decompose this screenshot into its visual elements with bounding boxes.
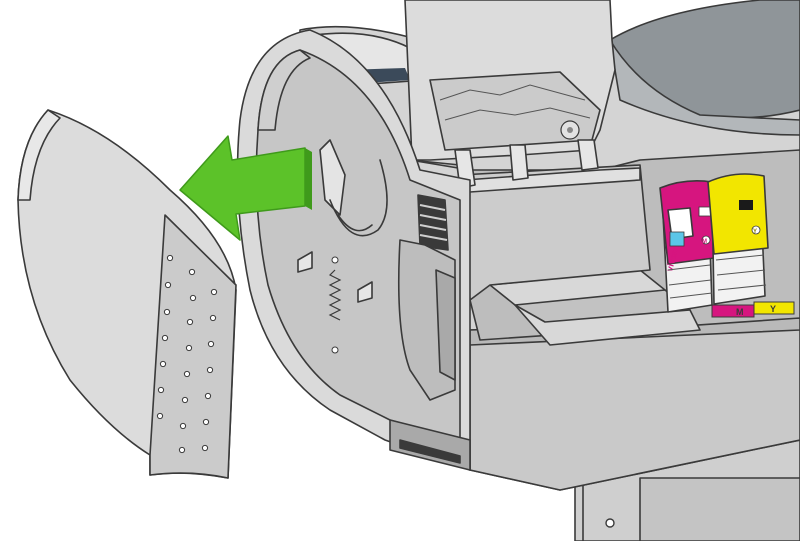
magenta-cartridge: M vivera	[659, 180, 715, 313]
cartridge-label-yellow: Y	[753, 229, 757, 235]
ink-cartridges: M vivera Y	[659, 173, 769, 313]
arrow-left-icon	[179, 135, 312, 241]
cartridge-label-magenta: M	[702, 239, 707, 245]
printer-side-housing	[236, 29, 471, 471]
slot-label-magenta: M	[736, 307, 744, 317]
printer-lid-open	[404, 0, 616, 189]
slot-label-yellow: Y	[770, 304, 776, 314]
yellow-cartridge: Y	[707, 173, 769, 305]
removed-side-cover	[17, 109, 237, 479]
